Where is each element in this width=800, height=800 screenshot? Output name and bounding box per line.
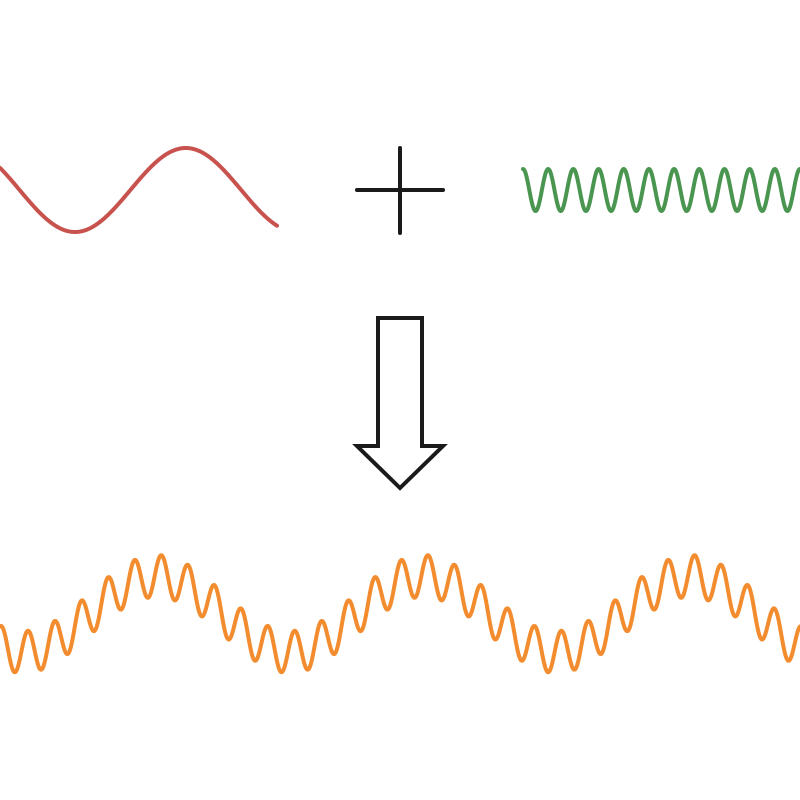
- combined-wave: [0, 553, 800, 675]
- plus-icon: [355, 146, 445, 235]
- down-arrow-icon: [352, 316, 448, 491]
- low-frequency-wave: [0, 146, 279, 234]
- high-frequency-wave: [521, 167, 800, 213]
